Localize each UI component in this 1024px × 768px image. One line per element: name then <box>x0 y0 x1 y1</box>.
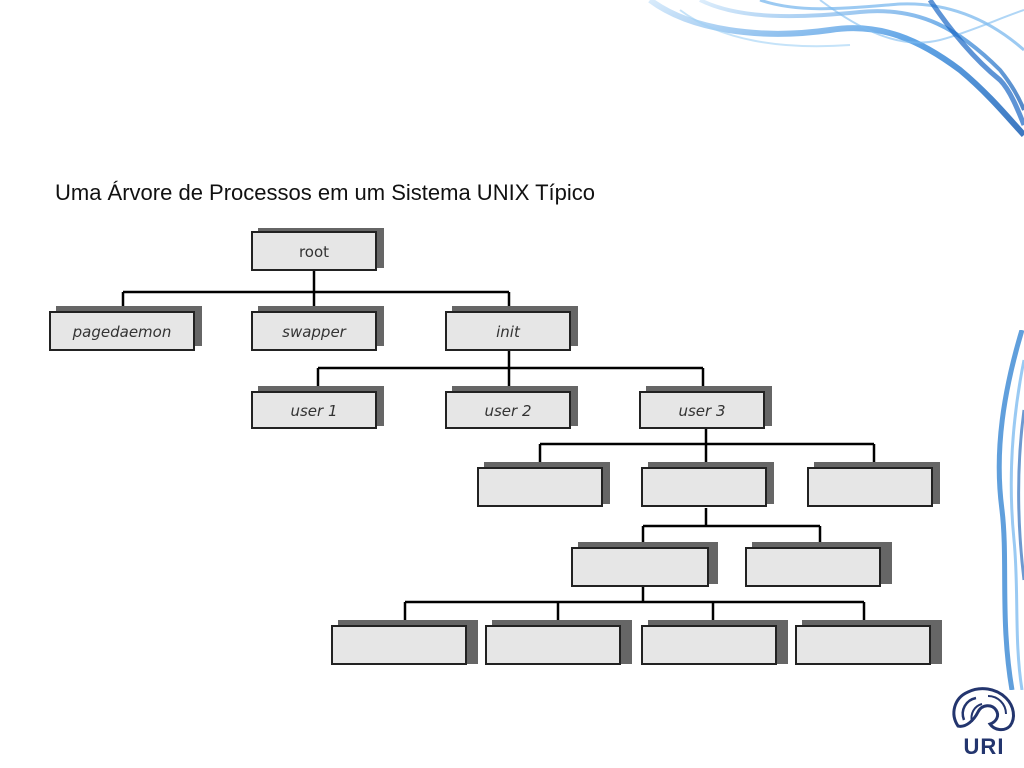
uri-logo-icon <box>952 687 1015 732</box>
node-user-3: user 3 <box>639 386 772 429</box>
node-label-swapper: swapper <box>282 323 347 341</box>
uri-logo-text: URI <box>963 734 1005 759</box>
node-unlabeled-l5-d <box>795 620 942 665</box>
node-unlabeled-l5-c <box>641 620 788 665</box>
node-label-user-1: user 1 <box>290 402 337 420</box>
slide-title: Uma Árvore de Processos em um Sistema UN… <box>55 180 595 205</box>
node-label-init: init <box>496 323 521 341</box>
node-root: root <box>251 228 384 271</box>
uri-logo: URI <box>944 684 1024 768</box>
node-label-root: root <box>299 243 329 261</box>
blue-smoke-decoration-top <box>648 0 1024 138</box>
node-user-2: user 2 <box>445 386 578 429</box>
node-unlabeled-l3-c <box>807 462 940 507</box>
node-label-user-2: user 2 <box>484 402 531 420</box>
blue-smoke-decoration-right <box>996 330 1024 690</box>
node-unlabeled-l3-b <box>641 462 774 507</box>
process-tree-diagram: root pagedaemon swapper init user 1 <box>48 222 944 668</box>
process-tree-svg: root pagedaemon swapper init user 1 <box>49 228 942 665</box>
node-swapper: swapper <box>251 306 384 351</box>
node-pagedaemon: pagedaemon <box>49 306 202 351</box>
node-unlabeled-l5-a <box>331 620 478 665</box>
node-label-user-3: user 3 <box>678 402 725 420</box>
node-unlabeled-l5-b <box>485 620 632 665</box>
node-unlabeled-l3-a <box>477 462 610 507</box>
node-label-pagedaemon: pagedaemon <box>72 323 172 341</box>
node-unlabeled-l4-a <box>571 542 718 587</box>
node-user-1: user 1 <box>251 386 384 429</box>
node-init: init <box>445 306 578 351</box>
node-unlabeled-l4-b <box>745 542 892 587</box>
